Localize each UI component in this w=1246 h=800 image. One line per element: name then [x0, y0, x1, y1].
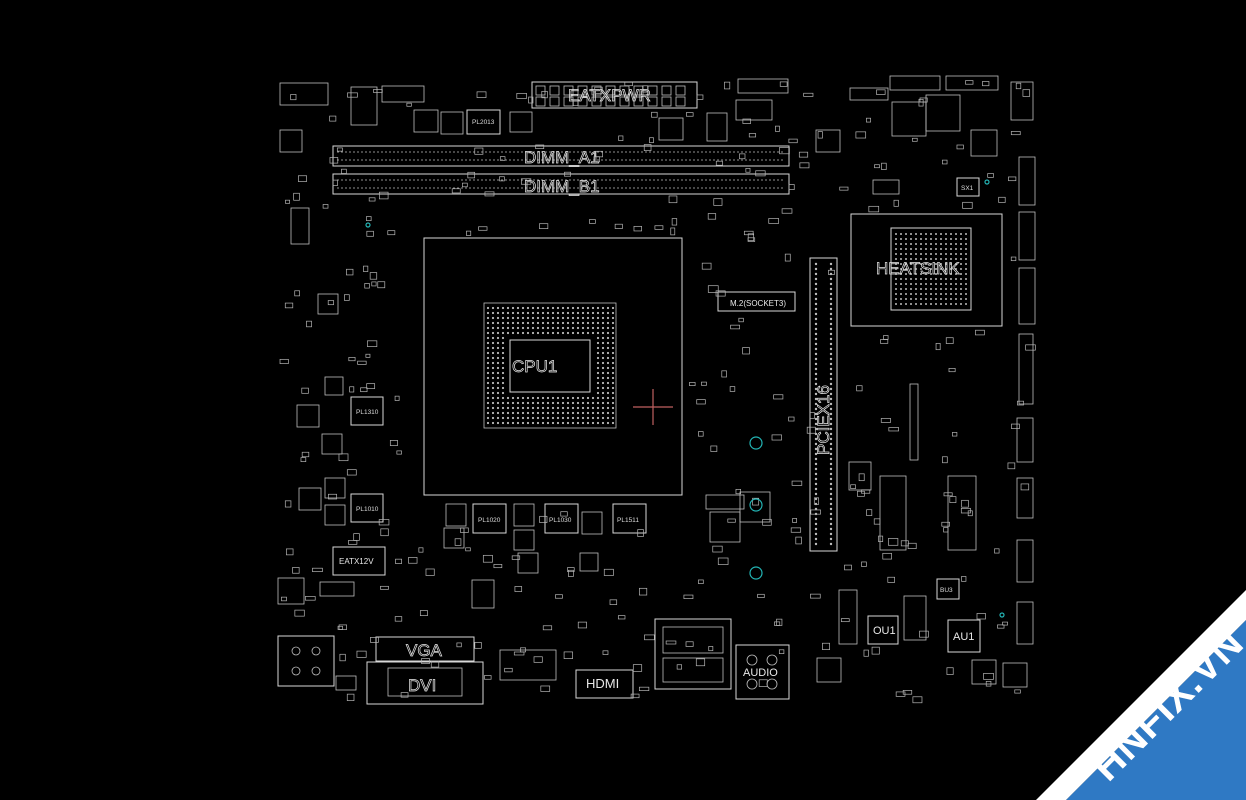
ic-bu3[interactable]: BU3: [936, 578, 960, 600]
cpu-cursor-cross: [633, 389, 673, 425]
svg-text:PL1020: PL1020: [478, 517, 501, 524]
chipset-ball-array: [895, 233, 967, 305]
choke-pl1020[interactable]: PL1020: [472, 503, 507, 534]
audio-label: AUDIO: [743, 667, 778, 679]
lan-usb-port[interactable]: [654, 618, 732, 690]
audio-jack-stack[interactable]: AUDIO: [735, 644, 790, 700]
dimm-a1-label: DIMM_A1: [524, 148, 600, 167]
dimm-b1-slot[interactable]: DIMM_B1: [332, 173, 790, 196]
passive-components: [277, 75, 1036, 691]
svg-text:PL1010: PL1010: [356, 506, 379, 513]
svg-text:PL1030: PL1030: [549, 517, 572, 524]
cpu-socket[interactable]: CPU1: [423, 237, 683, 496]
svg-text:PL2013: PL2013: [472, 119, 495, 126]
vga-label: VGA: [406, 641, 443, 660]
chipset-heatsink[interactable]: HEATSINK: [850, 213, 1003, 327]
dvi-label: DVI: [408, 676, 436, 695]
svg-text:PL1310: PL1310: [356, 409, 379, 416]
dimm-b1-label: DIMM_B1: [524, 177, 600, 196]
m2-socket[interactable]: M.2(SOCKET3): [717, 291, 796, 312]
eatxpwr-label: EATXPWR: [568, 86, 651, 105]
choke-pl1511[interactable]: PL1511: [612, 503, 647, 534]
svg-text:PL1511: PL1511: [617, 517, 639, 524]
choke-pl1310[interactable]: PL1310: [350, 396, 384, 426]
test-point-rings: [365, 179, 1005, 618]
cpu-pad-array: [486, 306, 615, 425]
dvi-port[interactable]: DVI: [366, 661, 484, 705]
ic-sx1[interactable]: SX1: [956, 177, 980, 197]
eatx12v-label: EATX12V: [339, 557, 374, 566]
eatx12v-connector[interactable]: EATX12V: [332, 546, 386, 576]
svg-text:OU1: OU1: [873, 625, 896, 637]
choke-pl1030[interactable]: PL1030: [544, 503, 579, 534]
pcie-pin-row: [814, 262, 833, 546]
vga-port[interactable]: VGA: [375, 636, 475, 662]
svg-text:AU1: AU1: [953, 631, 974, 643]
svg-text:SX1: SX1: [961, 185, 974, 192]
choke-pl1010[interactable]: PL1010: [350, 493, 384, 523]
ic-au1[interactable]: AU1: [947, 619, 981, 653]
ps2-port[interactable]: [277, 635, 335, 687]
eatxpwr-connector[interactable]: EATXPWR: [531, 81, 698, 109]
svg-text:BU3: BU3: [940, 587, 953, 594]
m2-label: M.2(SOCKET3): [730, 299, 786, 308]
via-dots: [279, 80, 1036, 704]
dimm-a1-slot[interactable]: DIMM_A1: [332, 145, 790, 167]
choke-pl2013[interactable]: PL2013: [466, 109, 501, 135]
pciex16-slot[interactable]: PCIEX16: [809, 257, 838, 552]
heatsink-label: HEATSINK: [876, 259, 960, 278]
ic-ou1[interactable]: OU1: [867, 615, 899, 645]
cpu-label: CPU1: [512, 357, 557, 376]
hdmi-port[interactable]: HDMI: [575, 669, 634, 699]
hdmi-label: HDMI: [586, 676, 619, 691]
pciex16-label: PCIEX16: [814, 385, 833, 455]
watermark-corner: [1036, 590, 1246, 800]
